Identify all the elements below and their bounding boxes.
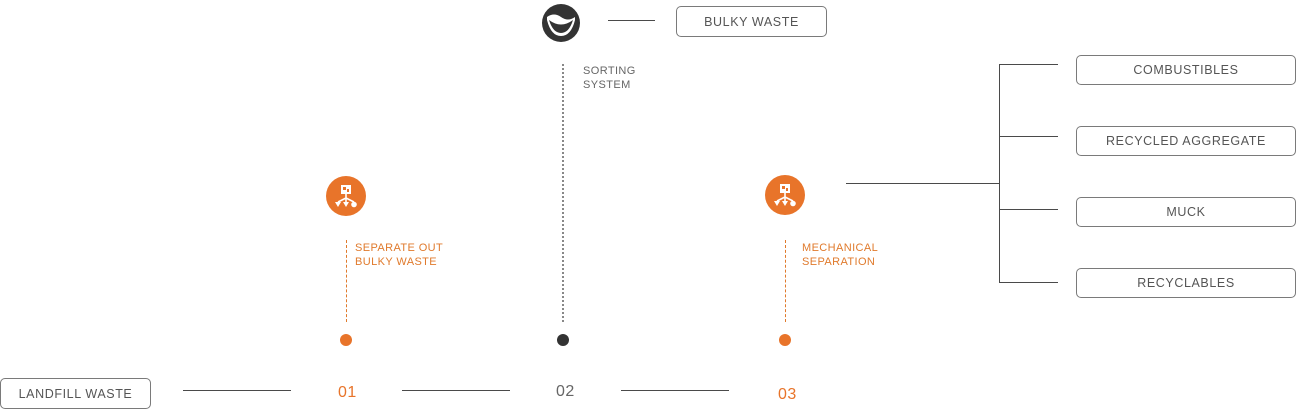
- branch-muck: [999, 209, 1058, 210]
- branch-recyclables: [999, 282, 1058, 283]
- stage1-dot: [340, 334, 352, 346]
- branch-combustibles: [999, 64, 1058, 65]
- connector-01-02: [402, 390, 510, 391]
- stage2-dot: [557, 334, 569, 346]
- stage3-label: MECHANICAL SEPARATION: [802, 242, 879, 268]
- output-muck-box: MUCK: [1076, 197, 1296, 227]
- stage1-label: SEPARATE OUT BULKY WASTE: [355, 242, 444, 268]
- tree-trunk: [999, 64, 1000, 283]
- sorting-system-label: SORTING SYSTEM: [583, 65, 636, 91]
- connector-top: [608, 20, 655, 21]
- bulky-waste-box: BULKY WASTE: [676, 6, 827, 37]
- connector-stage3-tree: [846, 183, 1000, 184]
- stage3-number: 03: [778, 386, 797, 403]
- output-combustibles-box: COMBUSTIBLES: [1076, 55, 1296, 85]
- output-recycled-aggregate-box: RECYCLED AGGREGATE: [1076, 126, 1296, 156]
- stage1-dashed-line: [346, 240, 347, 322]
- stage3-dot: [779, 334, 791, 346]
- separator-icon: [765, 175, 805, 215]
- bowl-icon: [542, 4, 580, 42]
- stage1-number: 01: [338, 384, 357, 401]
- branch-recycled-aggregate: [999, 136, 1058, 137]
- connector-landfill-01: [183, 390, 291, 391]
- sorting-system-dotted-line: [562, 64, 564, 322]
- landfill-waste-box: LANDFILL WASTE: [0, 378, 151, 409]
- stage3-dashed-line: [785, 240, 786, 322]
- separator-icon: [326, 176, 366, 216]
- stage2-number: 02: [556, 383, 575, 400]
- connector-02-03: [621, 390, 729, 391]
- output-recyclables-box: RECYCLABLES: [1076, 268, 1296, 298]
